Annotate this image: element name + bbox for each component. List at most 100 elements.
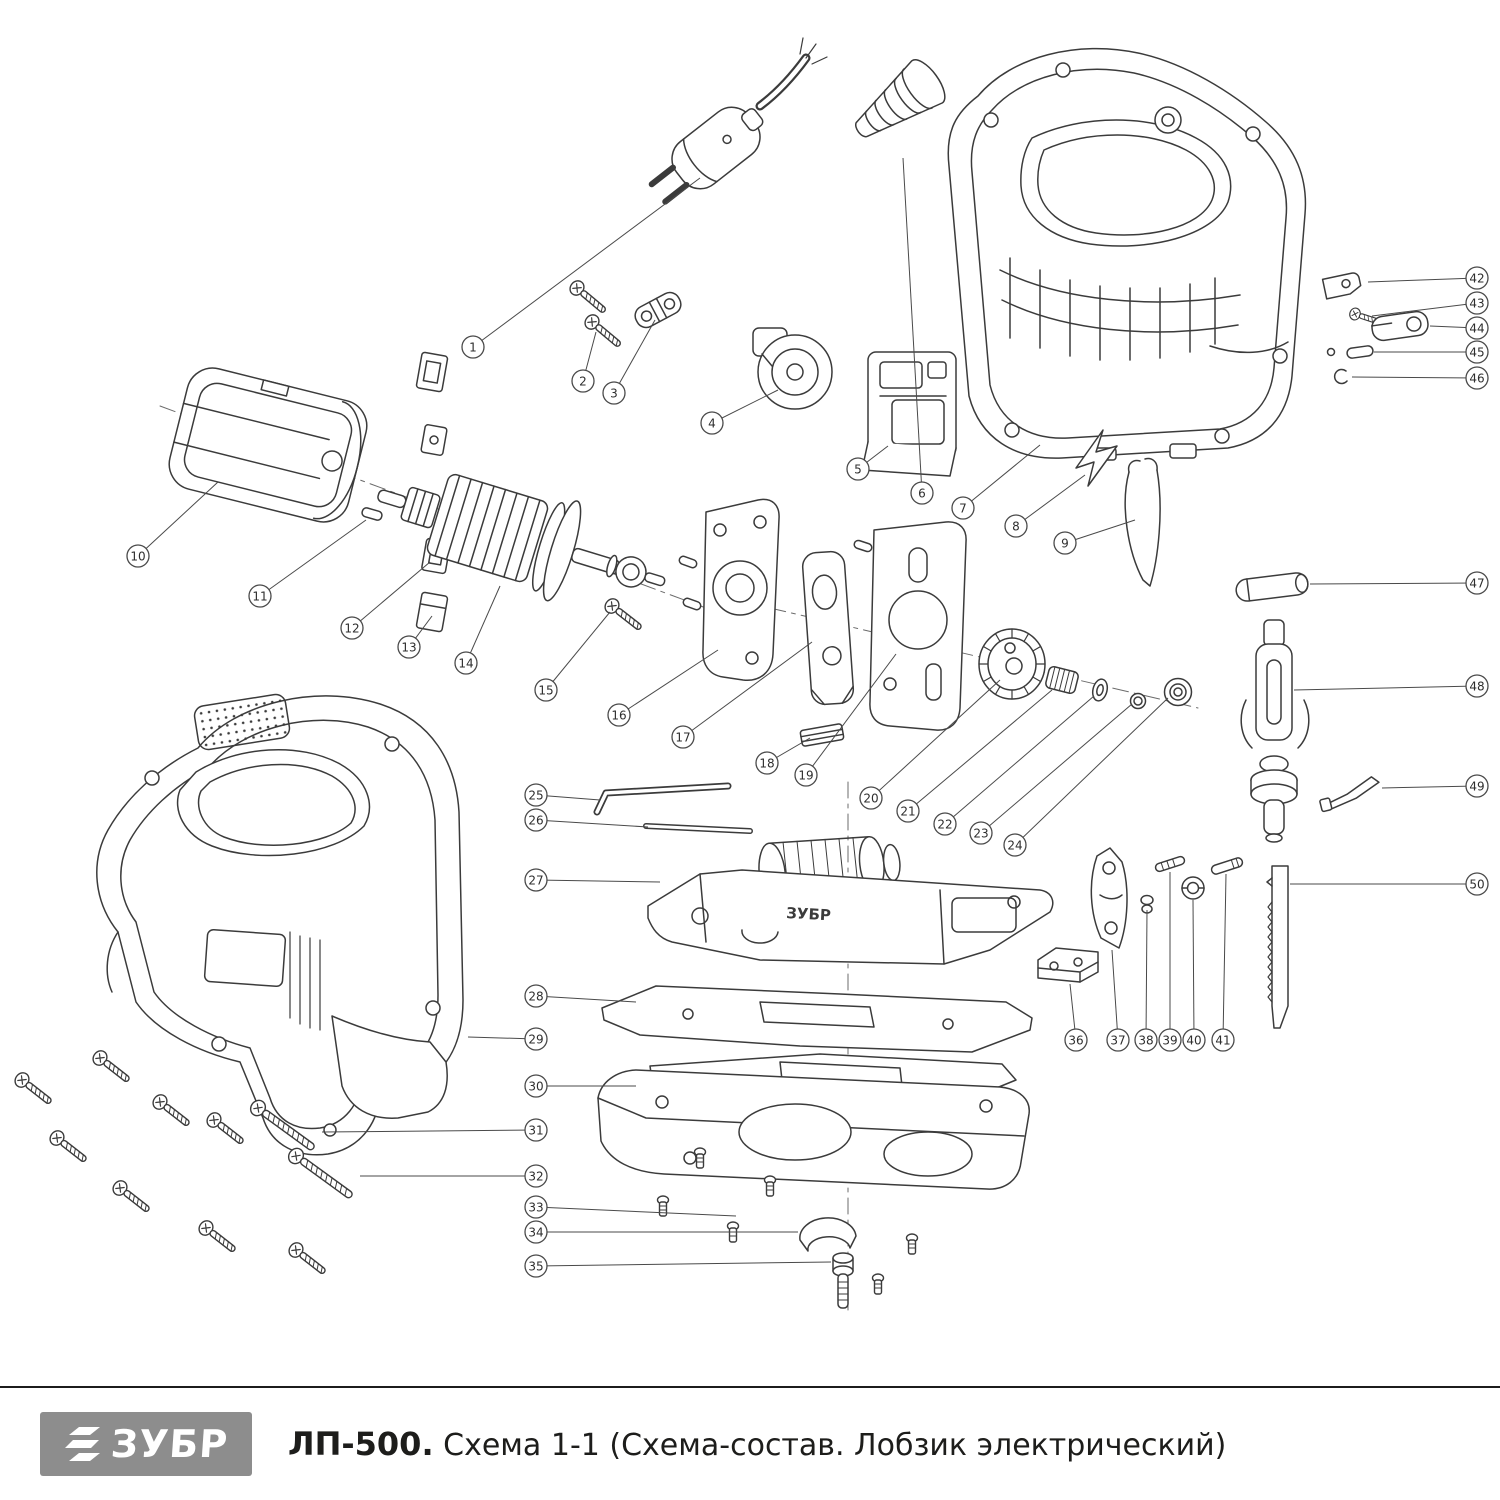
callout-35: 35 — [524, 1254, 548, 1278]
callout-36: 36 — [1064, 1028, 1088, 1052]
strain-relief — [855, 59, 946, 138]
leader-line-21 — [907, 689, 1053, 812]
exploded-view-area: ЗУБР — [11, 37, 1489, 1313]
release-lever — [1319, 776, 1380, 813]
gear-housing-plate — [702, 498, 780, 681]
callout-37: 37 — [1106, 1028, 1130, 1052]
callout-13: 13 — [397, 635, 421, 659]
retaining-ring — [1129, 692, 1147, 710]
callout-31: 31 — [524, 1118, 548, 1142]
leader-line-1 — [472, 177, 701, 348]
leader-line-48 — [1293, 685, 1478, 691]
callout-40: 40 — [1182, 1028, 1206, 1052]
brand-name: ЗУБР — [109, 1422, 230, 1466]
screw-15 — [601, 595, 646, 635]
model-number: ЛП-500. — [288, 1425, 434, 1463]
clamp-saddle — [799, 1217, 857, 1252]
callout-46: 46 — [1465, 366, 1489, 390]
leader-line-17 — [682, 641, 813, 738]
callout-19: 19 — [794, 763, 818, 787]
callout-47: 47 — [1465, 571, 1489, 595]
svg-text:22: 22 — [937, 818, 952, 832]
base-shoe — [597, 1069, 1030, 1190]
callout-43: 43 — [1465, 291, 1489, 315]
leader-line-33 — [535, 1206, 737, 1217]
callout-12: 12 — [340, 616, 364, 640]
svg-text:21: 21 — [900, 805, 915, 819]
leader-line-43 — [1371, 302, 1478, 317]
slide-plate — [801, 550, 855, 706]
callout-22: 22 — [933, 812, 957, 836]
guide-pins — [678, 539, 873, 611]
brand-logo: ЗУБР — [40, 1412, 252, 1476]
callout-18: 18 — [755, 751, 779, 775]
leader-line-3 — [613, 319, 656, 394]
svg-text:49: 49 — [1469, 780, 1484, 794]
svg-text:39: 39 — [1162, 1034, 1177, 1048]
callout-6: 6 — [910, 481, 934, 505]
gear — [978, 628, 1046, 700]
svg-text:34: 34 — [528, 1226, 543, 1240]
shim-plate — [799, 723, 845, 747]
stator — [168, 367, 368, 523]
leader-line-22 — [944, 695, 1095, 825]
leader-line-8 — [1015, 474, 1086, 527]
callout-15: 15 — [534, 678, 558, 702]
callout-48: 48 — [1465, 674, 1489, 698]
svg-text:36: 36 — [1068, 1034, 1083, 1048]
callout-layer: 1234567891011121314151617181920212223242… — [126, 157, 1489, 1278]
leader-line-37 — [1111, 949, 1119, 1041]
leader-line-24 — [1014, 697, 1169, 846]
base-brand-label: ЗУБР — [786, 904, 832, 924]
svg-text:28: 28 — [528, 990, 543, 1004]
leader-line-38 — [1145, 909, 1148, 1041]
footer: ЗУБР ЛП-500. Схема 1-1 (Схема-состав. Ло… — [0, 1386, 1500, 1500]
svg-text:42: 42 — [1469, 272, 1484, 286]
callout-49: 49 — [1465, 774, 1489, 798]
svg-text:43: 43 — [1469, 297, 1484, 311]
callout-29: 29 — [524, 1027, 548, 1051]
callout-9: 9 — [1053, 531, 1077, 555]
ball-bearing — [1163, 677, 1193, 707]
leader-line-49 — [1381, 785, 1478, 789]
callout-10: 10 — [126, 544, 150, 568]
callout-38: 38 — [1134, 1028, 1158, 1052]
svg-text:16: 16 — [611, 709, 626, 723]
svg-text:15: 15 — [538, 684, 553, 698]
svg-text:3: 3 — [610, 387, 618, 401]
callout-44: 44 — [1465, 316, 1489, 340]
washer — [1091, 678, 1109, 702]
pin-39 — [1154, 855, 1186, 873]
support-plate — [869, 521, 967, 731]
exploded-view-diagram: ЗУБР — [11, 37, 1489, 1313]
svg-text:45: 45 — [1469, 346, 1484, 360]
leader-line-42 — [1367, 277, 1478, 283]
svg-text:29: 29 — [528, 1033, 543, 1047]
callout-50: 50 — [1465, 872, 1489, 896]
leader-line-14 — [465, 585, 501, 664]
callout-34: 34 — [524, 1220, 548, 1244]
svg-text:13: 13 — [401, 641, 416, 655]
callout-20: 20 — [859, 786, 883, 810]
callout-39: 39 — [1158, 1028, 1182, 1052]
knurled-sleeve — [1045, 666, 1079, 694]
svg-text:23: 23 — [973, 827, 988, 841]
svg-text:8: 8 — [1012, 520, 1020, 534]
leader-line-6 — [902, 157, 923, 494]
callout-7: 7 — [951, 496, 975, 520]
svg-text:11: 11 — [252, 590, 267, 604]
clamp-bolt — [832, 1252, 854, 1309]
callout-17: 17 — [671, 725, 695, 749]
leader-line-23 — [980, 703, 1133, 834]
leader-line-11 — [259, 519, 367, 597]
ball-and-pin — [1326, 345, 1374, 359]
svg-text:10: 10 — [130, 550, 145, 564]
svg-text:4: 4 — [708, 417, 716, 431]
leader-line-15 — [545, 611, 611, 691]
left-housing — [96, 693, 464, 1156]
plunger-rod — [1240, 619, 1310, 843]
contact-plate — [1075, 429, 1118, 487]
svg-text:35: 35 — [528, 1260, 543, 1274]
leader-line-12 — [351, 561, 431, 629]
callout-14: 14 — [454, 651, 478, 675]
